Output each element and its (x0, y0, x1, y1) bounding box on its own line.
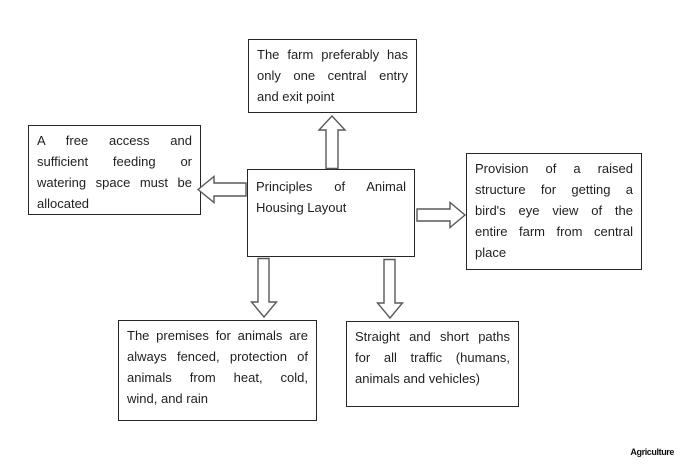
left-arrow-icon (196, 175, 247, 204)
right-arrow-icon (416, 201, 467, 229)
up-arrow-icon (317, 114, 347, 170)
down-arrow-icon (250, 257, 278, 319)
watermark-agriculture: Agriculture (630, 447, 674, 457)
down-arrow-icon (376, 258, 404, 320)
